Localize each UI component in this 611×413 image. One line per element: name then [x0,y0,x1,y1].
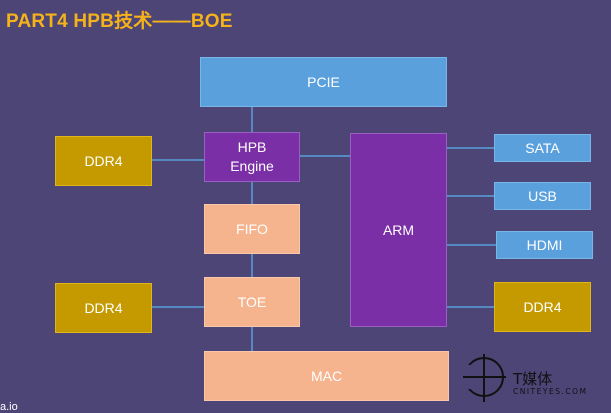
toe-block: TOE [204,277,300,327]
sata-label: SATA [525,139,560,156]
ddr4-bottom-left-block: DDR4 [55,283,152,333]
mac-label: MAC [310,367,343,384]
page-title: PART4 HPB技术——BOE [6,11,233,32]
fifo-block: FIFO [204,204,300,254]
logo-mark-icon [461,354,506,402]
corner-text: a.io [0,401,18,413]
hpb-engine-block: HPB Engine [204,132,300,182]
arm-label: ARM [382,221,415,238]
arm-block: ARM [350,133,447,327]
hdmi-block: HDMI [496,231,593,259]
usb-label: USB [528,187,557,204]
sata-block: SATA [494,134,591,162]
ddr4-bottom-left-label: DDR4 [84,299,123,316]
ddr4-right-label: DDR4 [523,298,562,315]
mac-block: MAC [204,351,449,401]
engine-label: Engine [230,158,274,174]
pcie-label: PCIE [307,73,340,90]
hdmi-label: HDMI [526,236,563,253]
toe-label: TOE [237,293,267,310]
ddr4-top-left-block: DDR4 [55,136,152,186]
usb-block: USB [494,182,591,210]
fifo-label: FIFO [236,220,268,237]
pcie-block: PCIE [200,57,447,107]
ddr4-right-block: DDR4 [494,282,591,332]
ddr4-top-left-label: DDR4 [84,152,123,169]
watermark-logo: T媒体 CNITEYES.COM [461,350,610,406]
logo-cn-text: T媒体 [513,370,553,388]
logo-en-text: CNITEYES.COM [513,387,588,396]
hpb-label: HPB [237,139,267,155]
